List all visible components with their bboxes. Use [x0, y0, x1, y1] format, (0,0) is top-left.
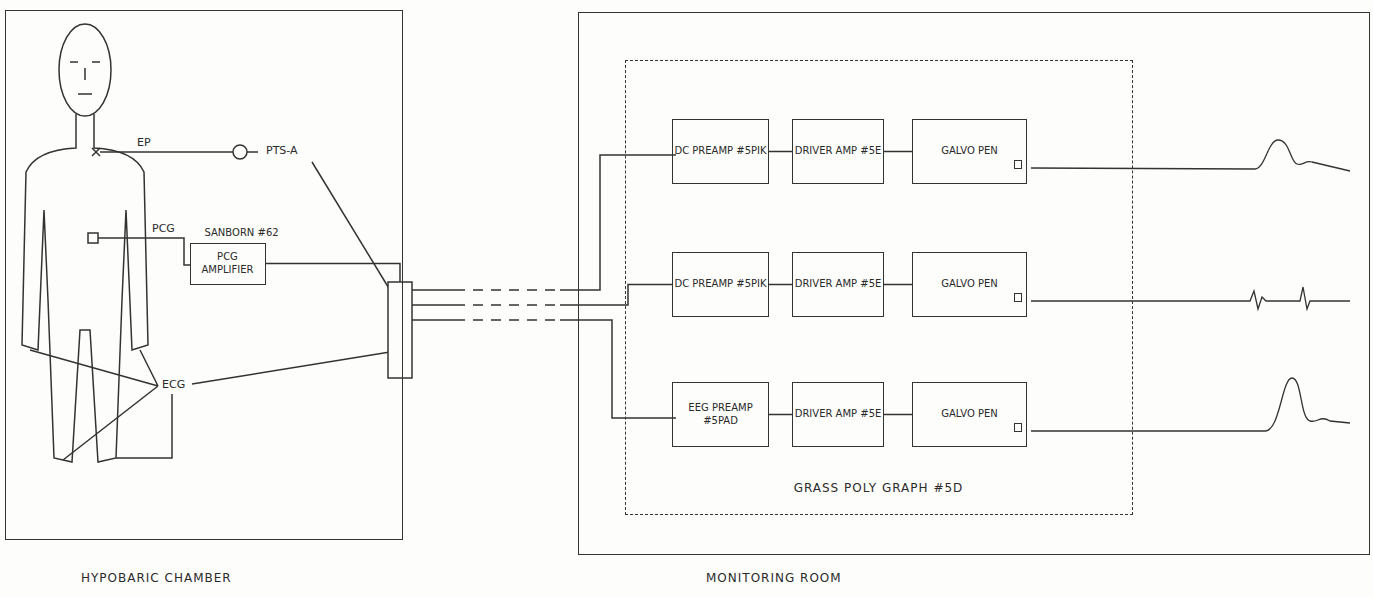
- wire-segment: [455, 304, 560, 306]
- pulse-trace: [1031, 140, 1350, 171]
- galvo-pen-box: GALVO PEN: [912, 252, 1027, 317]
- ep-trunk-wire: [412, 155, 676, 290]
- wall-connector: [388, 282, 412, 378]
- signal-label: EP: [137, 136, 151, 149]
- driver-amp-box: DRIVER AMP #5E: [792, 119, 884, 184]
- preamp-box: DC PREAMP #5PIK: [672, 252, 769, 317]
- signal-wire: [266, 264, 673, 306]
- galvo-pen-box: GALVO PEN: [912, 119, 1027, 184]
- pts-wire: [247, 152, 390, 290]
- pen-tip: [1014, 160, 1022, 169]
- wire-segment: [884, 284, 912, 286]
- signal-wire: [769, 151, 792, 152]
- galvo-pen-box: GALVO PEN: [912, 382, 1027, 447]
- wire-segment: [769, 284, 792, 286]
- ep-wire: [100, 151, 233, 153]
- box-label: DC PREAMP #5PIK: [674, 145, 766, 158]
- ecg-trunk-dashes: [455, 319, 560, 321]
- box-label: DRIVER AMP #5E: [795, 408, 882, 421]
- box-label: EEG PREAMP #5PAD: [673, 402, 768, 427]
- wire-segment: [884, 151, 912, 153]
- box-label: DC PREAMP #5PIK: [674, 278, 766, 291]
- chamber-room: HYPOBARIC CHAMBERSANBORN #62PCG AMPLIFIE…: [5, 10, 403, 540]
- box-label: PCG AMPLIFIER: [191, 251, 265, 276]
- preamp-box: EEG PREAMP #5PAD: [672, 382, 769, 447]
- figure-head: [59, 24, 111, 116]
- model-label: SANBORN #62: [205, 227, 279, 240]
- signal-wire: [884, 151, 912, 152]
- preamp-box: DC PREAMP #5PIK: [672, 119, 769, 184]
- pcg-wire: [98, 238, 190, 265]
- monitoring-room: MONITORING ROOMGRASS POLY GRAPH #5DDC PR…: [578, 12, 1370, 555]
- room-caption: MONITORING ROOM: [706, 571, 842, 586]
- pts-transducer: [233, 145, 247, 159]
- figure-face: [70, 62, 100, 94]
- room-caption: HYPOBARIC CHAMBER: [81, 571, 232, 586]
- wire-segment: [769, 151, 792, 153]
- signal-wire: [769, 414, 792, 415]
- wire-segment: [884, 414, 912, 416]
- signal-wire: [884, 284, 912, 285]
- box-label: DRIVER AMP #5E: [795, 278, 882, 291]
- signal-wire: [769, 284, 792, 285]
- signal-label: ECG: [162, 378, 185, 391]
- box-label: GALVO PEN: [941, 278, 998, 291]
- wire-segment: [266, 264, 456, 306]
- figure-body: [22, 114, 148, 462]
- ecg-leads: [30, 350, 390, 460]
- pen-tip: [1014, 423, 1022, 432]
- signal-label: PCG: [152, 222, 175, 235]
- box-label: GALVO PEN: [941, 145, 998, 158]
- driver-amp-box: DRIVER AMP #5E: [792, 252, 884, 317]
- ecg-trace: [1031, 378, 1350, 431]
- box-label: GALVO PEN: [941, 408, 998, 421]
- box-label: DRIVER AMP #5E: [795, 145, 882, 158]
- driver-amp-box: DRIVER AMP #5E: [792, 382, 884, 447]
- amplifier-box: SANBORN #62PCG AMPLIFIER: [190, 243, 266, 285]
- wire-segment: [769, 414, 792, 416]
- ep-trunk-dashes: [455, 289, 560, 291]
- pen-tip: [1014, 293, 1022, 302]
- room-caption: GRASS POLY GRAPH #5D: [626, 481, 1132, 496]
- pcg-trace: [1031, 287, 1350, 309]
- wire-segment: [560, 285, 672, 306]
- pcg-sensor: [88, 233, 98, 243]
- signal-wire: [884, 414, 912, 415]
- polygraph-group: GRASS POLY GRAPH #5D DC PREAMP #5PIK DRIVE…: [625, 60, 1133, 515]
- ecg-trunk-wire: [412, 320, 676, 418]
- signal-label: PTS-A: [266, 144, 298, 157]
- ep-electrode: [92, 148, 100, 156]
